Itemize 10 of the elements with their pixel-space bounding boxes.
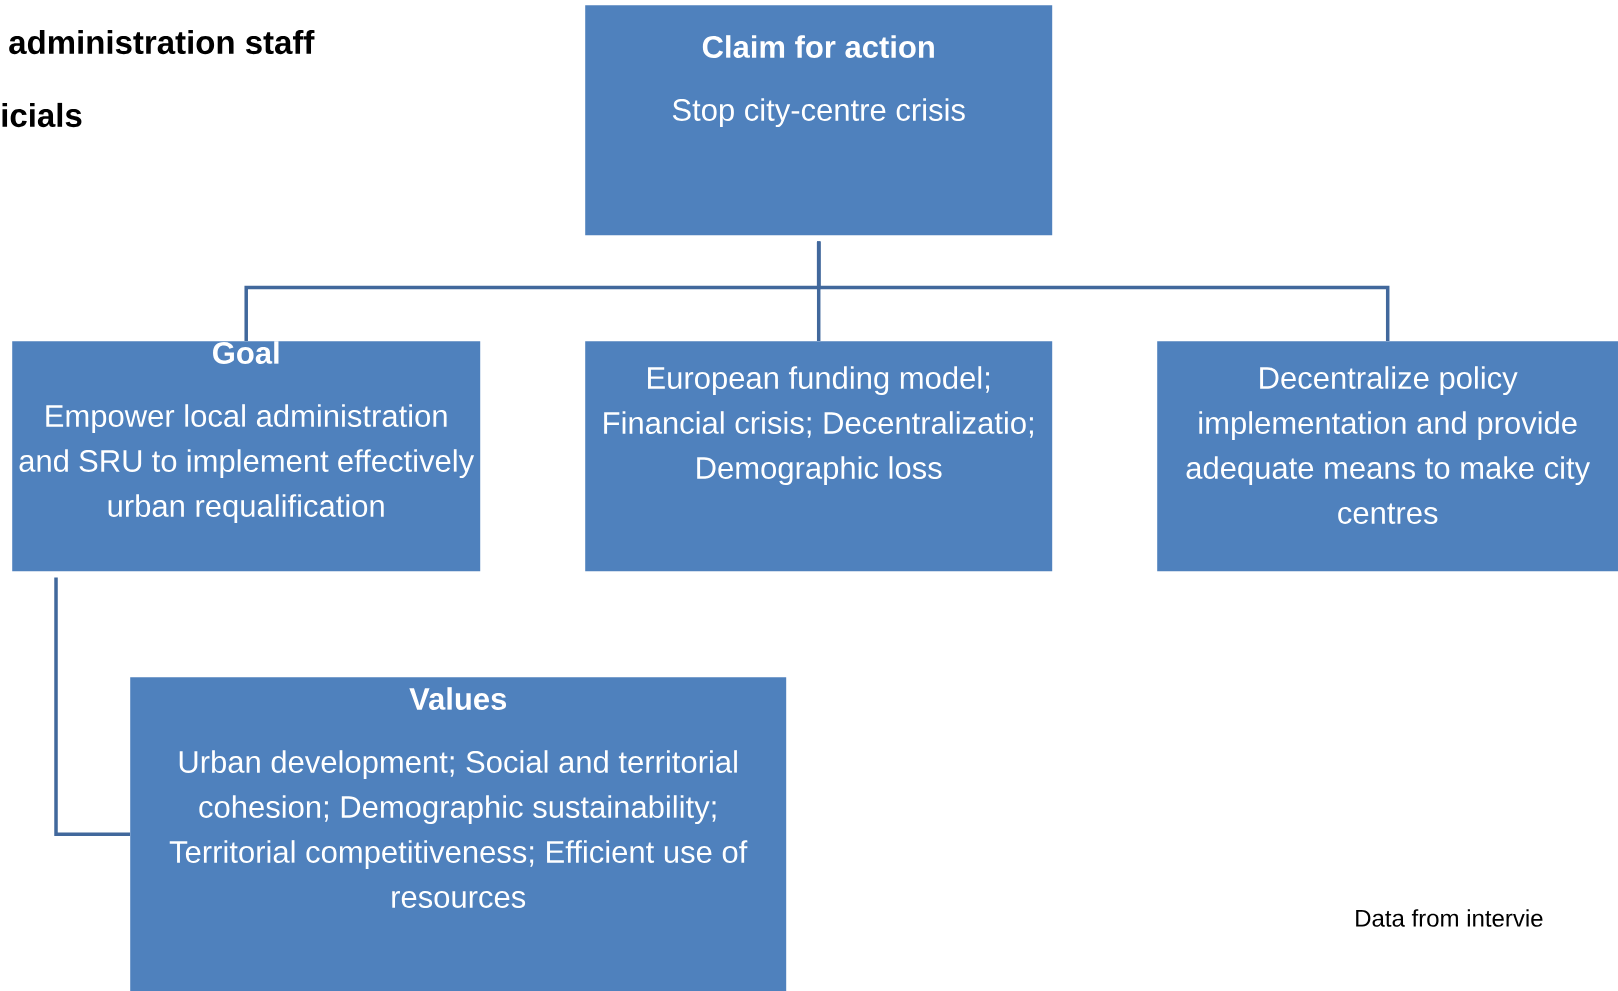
text-box: Goal Empower local administration and SRU to implement effectively urban requalification xyxy=(12,341,481,572)
text-box: Claim for action Stop city-centre crisis xyxy=(585,5,1053,236)
text-box: European funding model; Financial crisis; Decentralizatio; Demographic loss xyxy=(585,341,1053,572)
connector-line xyxy=(54,577,130,836)
connector-line xyxy=(816,241,1390,341)
heading-text: administration staff xyxy=(9,29,315,55)
text-box: Decentralize policy implementation and provide adequate means to make city centres xyxy=(1157,341,1618,572)
text-box: Values Urban development; Social and territorial cohesion; Demographic sustainability; Territorial competitiveness; Efficient use of resources xyxy=(130,677,787,991)
heading-text: Data from intervie xyxy=(1356,909,1543,927)
heading-text: icials xyxy=(2,102,82,128)
